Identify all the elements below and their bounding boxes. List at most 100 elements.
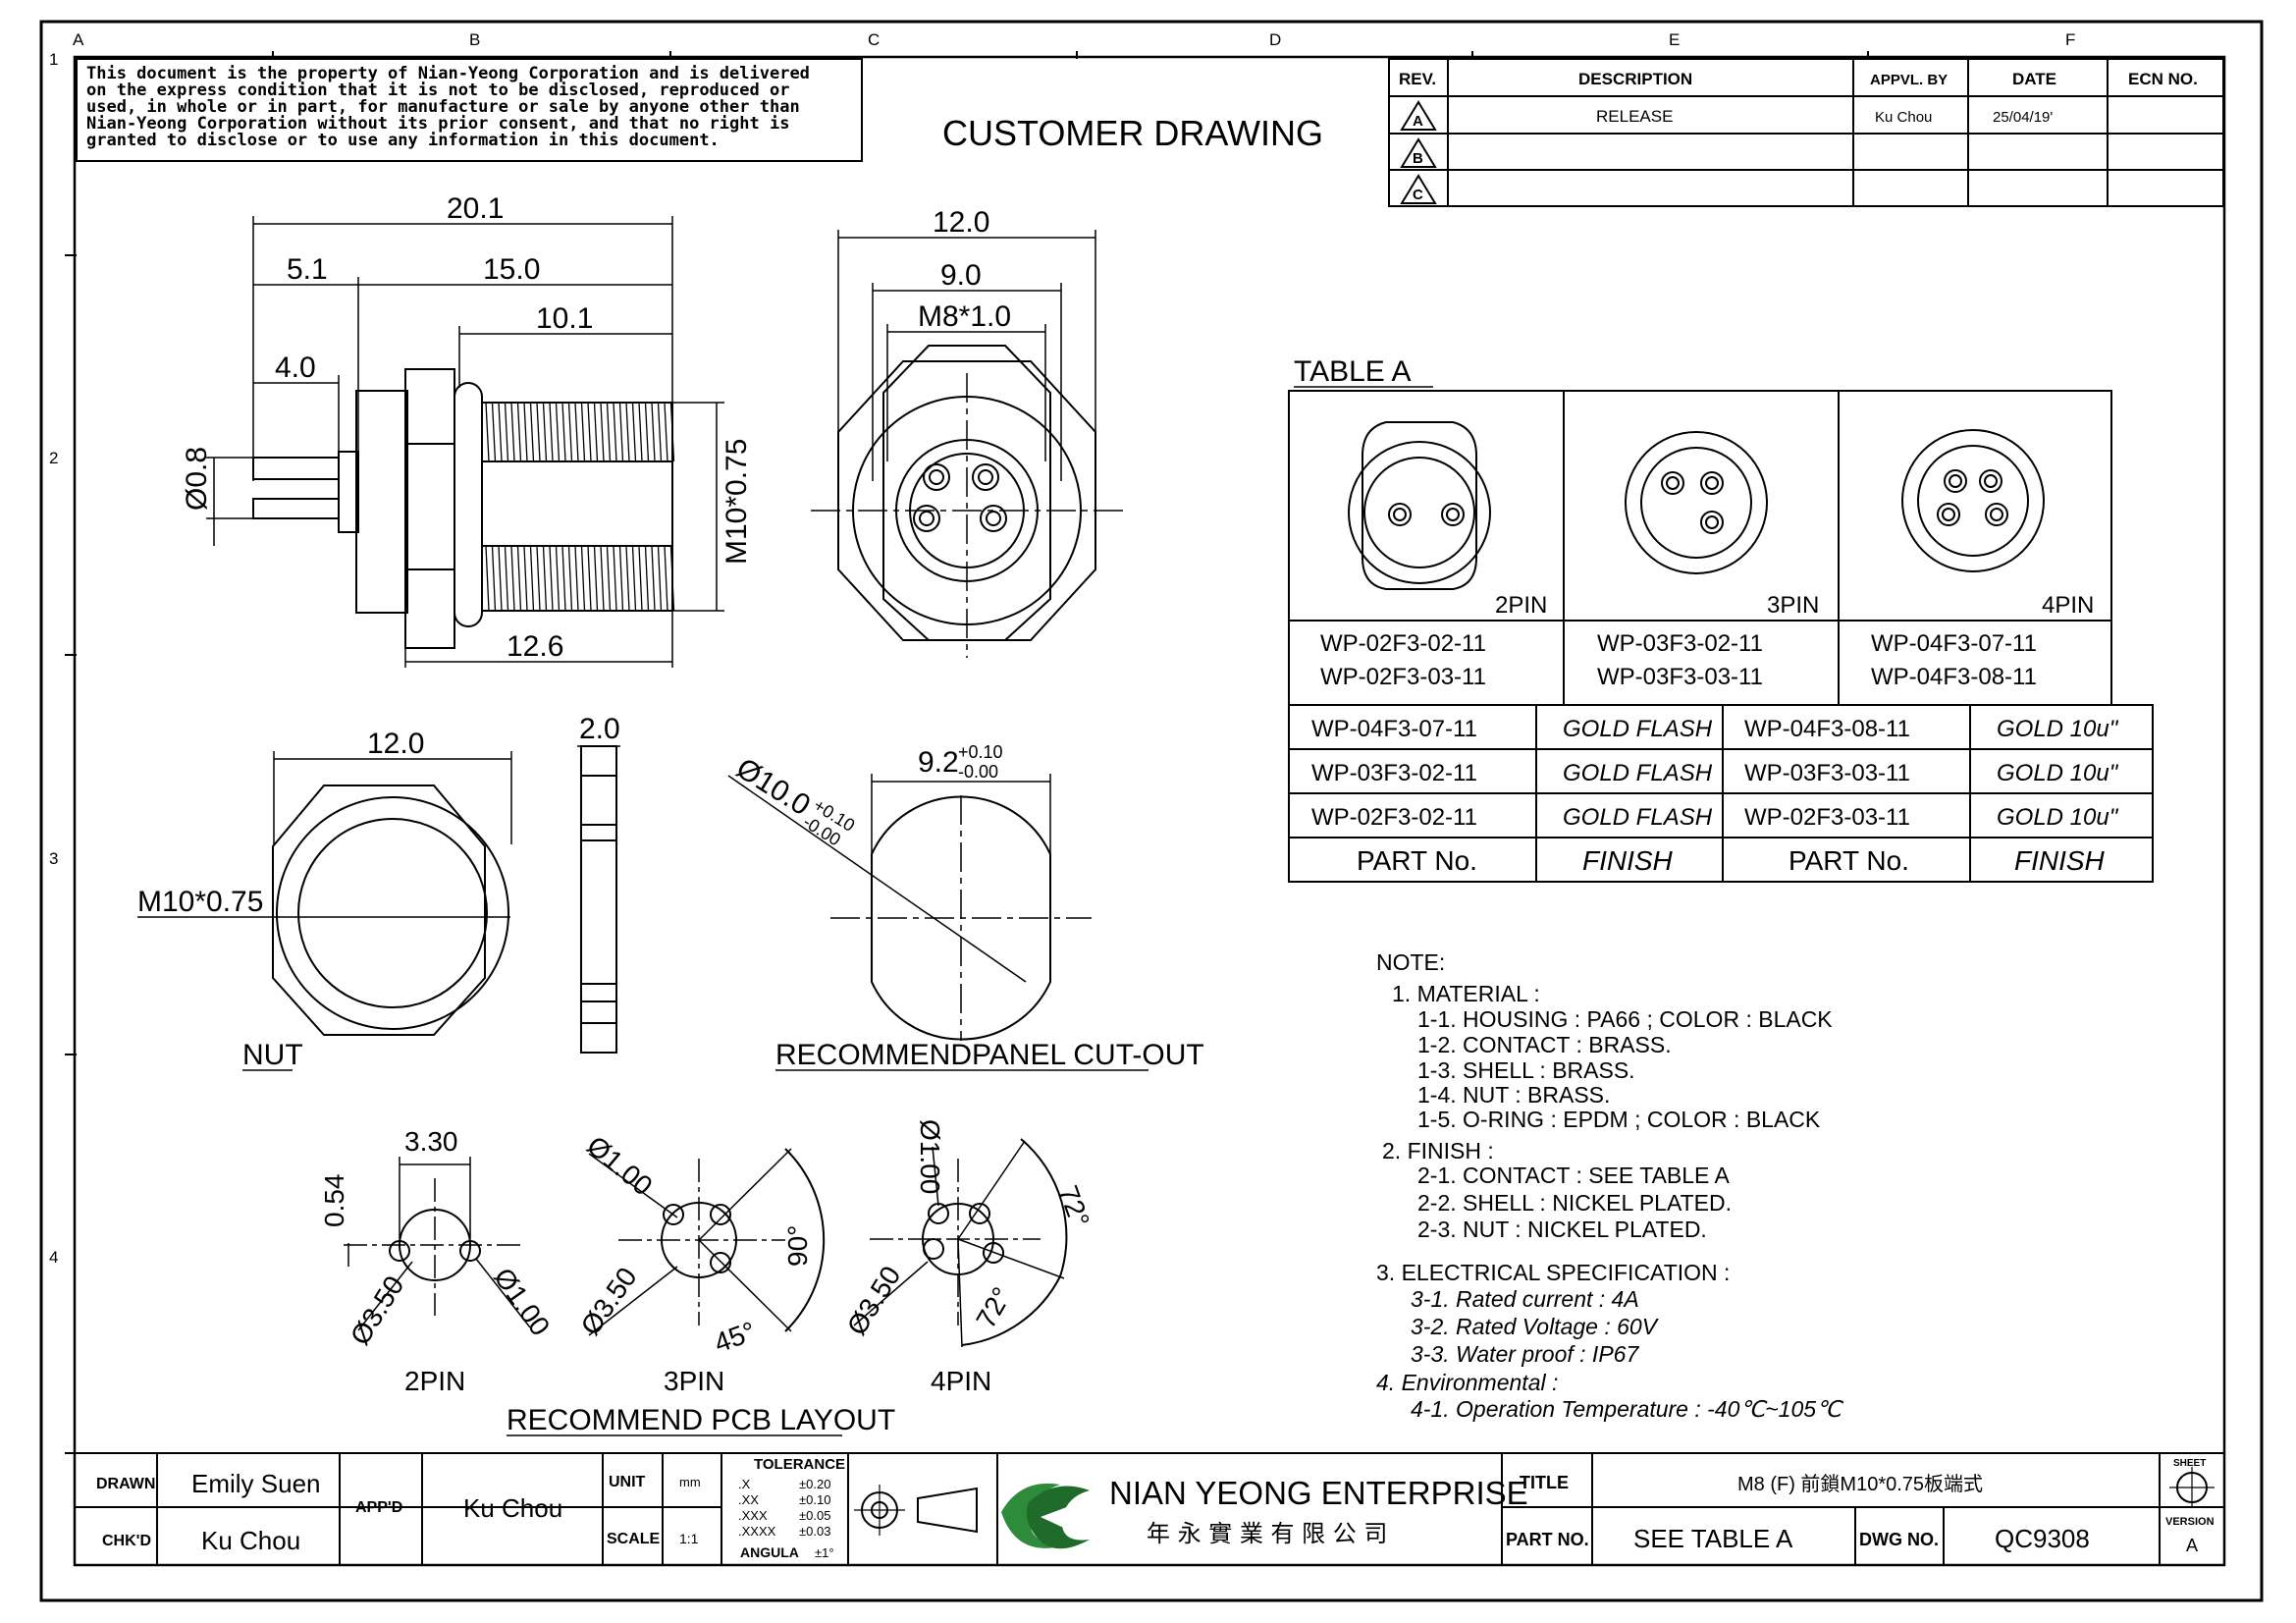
checked-label: CHK'D	[102, 1533, 151, 1549]
nut-view	[272, 745, 617, 1054]
dim-bottom-length: 12.6	[507, 630, 563, 663]
dim-nut-width: 12.0	[367, 728, 424, 760]
thread-line	[516, 545, 522, 612]
thread-line	[491, 545, 497, 612]
part-4pin-b: WP-04F3-08-11	[1871, 664, 2037, 690]
part-3pin-a: WP-03F3-02-11	[1597, 630, 1763, 657]
finish-row-2-part-a: WP-03F3-02-11	[1311, 760, 1477, 786]
dim-nut-thread: M10*0.75	[137, 886, 263, 918]
pcb-3pin-label: 3PIN	[664, 1366, 724, 1396]
sheet-label: SHEET	[2173, 1458, 2206, 1469]
dim-pin-length: 4.0	[275, 352, 316, 384]
checked-value: Ku Chou	[201, 1526, 300, 1555]
note-1-3: 1-3. SHELL : BRASS.	[1417, 1057, 1635, 1083]
dim-nut-thickness: 2.0	[579, 713, 620, 745]
grid-row-1: 1	[49, 50, 58, 69]
thread-line	[669, 545, 675, 612]
part-label: PART NO.	[1506, 1530, 1589, 1549]
title-value: M8 (F) 前鎖M10*0.75板端式	[1737, 1473, 1983, 1495]
pcb-3pin-dims	[588, 1148, 792, 1336]
thread-line	[631, 545, 637, 612]
thread-line	[600, 402, 605, 462]
thread-line	[491, 402, 497, 462]
note-2-3: 2-3. NUT : NICKEL PLATED.	[1417, 1217, 1707, 1242]
pcb-2pin-centerlines	[344, 1178, 520, 1316]
thread-line	[523, 402, 528, 462]
grid-row-4: 4	[49, 1248, 58, 1267]
part-4pin-a: WP-04F3-07-11	[1871, 630, 2037, 657]
thread-line	[555, 545, 561, 612]
pcb4-circle: Ø3.50	[841, 1261, 907, 1340]
thread-line	[510, 402, 515, 462]
pcb2-circle: Ø3.50	[345, 1271, 410, 1350]
grid-row-2: 2	[49, 449, 58, 467]
table-a-grid	[1288, 390, 2154, 883]
thread-line	[618, 402, 624, 462]
finish-row-1-part-a: WP-04F3-07-11	[1311, 716, 1477, 742]
thread-line	[587, 402, 592, 462]
thread-line	[567, 545, 573, 612]
panel-cutout	[871, 795, 1051, 1041]
svg-text:on the express condition tha: on the express condition that it is not …	[86, 81, 789, 100]
tol-angle-value: ±1°	[815, 1545, 834, 1560]
version-label: VERSION	[2165, 1516, 2215, 1528]
dim-thread-spec: M10*0.75	[721, 439, 753, 565]
thread-line	[542, 545, 548, 612]
thread-line	[613, 545, 617, 612]
title-label: TITLE	[1520, 1473, 1569, 1492]
pcb4-angle-b: 72°	[970, 1282, 1017, 1333]
tol-xxxx-label: .XXXX	[738, 1524, 776, 1539]
drawn-label: DRAWN	[96, 1476, 155, 1492]
thread-line	[644, 402, 650, 462]
thread-line	[504, 402, 509, 462]
grid-col-f: F	[2065, 30, 2075, 49]
grid-col-c: C	[868, 30, 880, 49]
tol-xx-value: ±0.10	[799, 1492, 830, 1507]
thread-line	[593, 545, 599, 612]
footer-finish-a: FINISH	[1582, 845, 1674, 876]
svg-text:This document is the property: This document is the property of Nian-Ye…	[86, 64, 810, 83]
revision-table	[1388, 58, 2224, 207]
footer-part-no-a: PART No.	[1357, 845, 1477, 876]
rev-header-approved: APPVL. BY	[1870, 72, 1948, 88]
thread-line	[657, 402, 663, 462]
inner-frame	[73, 55, 2226, 1567]
connector-face-4pin	[1901, 429, 2045, 572]
grid-col-d: D	[1269, 30, 1281, 49]
part-2pin-b: WP-02F3-03-11	[1320, 664, 1486, 690]
finish-row-3-finish-a: GOLD FLASH	[1563, 804, 1713, 831]
pcb2-offset: 0.54	[319, 1174, 349, 1228]
thread-line	[644, 545, 650, 612]
cutout-label: RECOMMENDPANEL CUT-OUT	[775, 1039, 1204, 1071]
tol-xxx-label: .XXX	[738, 1508, 768, 1523]
rev-header-date: DATE	[2012, 70, 2056, 88]
approved-label: APP'D	[355, 1499, 402, 1516]
dim-left-length: 5.1	[287, 253, 328, 286]
note-1-5: 1-5. O-RING : EPDM ; COLOR : BLACK	[1417, 1107, 1821, 1132]
thread-line	[638, 402, 643, 462]
cutout-dimensions	[727, 774, 1148, 1071]
company-logo-icon	[1001, 1483, 1090, 1549]
side-view-dimensions	[206, 216, 724, 668]
notes-block: NOTE: 1. MATERIAL : 1-1. HOUSING : PA66 …	[1376, 949, 1844, 1422]
tol-angle-label: ANGULA	[740, 1544, 799, 1560]
dim-front-thread: M8*1.0	[918, 300, 1011, 333]
rev-c-letter: C	[1413, 187, 1423, 203]
thread-line	[561, 402, 566, 462]
finish-row-2-finish-b: GOLD 10u"	[1997, 760, 2119, 786]
thread-line	[498, 402, 503, 462]
cutout-centerlines	[830, 795, 1092, 1041]
part-value: SEE TABLE A	[1633, 1524, 1793, 1553]
thread-line	[625, 402, 630, 462]
company-name-cn: 年 永 實 業 有 限 公 司	[1147, 1520, 1387, 1547]
company-name: NIAN YEONG ENTERPRISE	[1109, 1475, 1528, 1511]
table-a-4pin-label: 4PIN	[2042, 592, 2094, 619]
nut-dimensions	[137, 745, 620, 1071]
grid-col-e: E	[1669, 30, 1680, 49]
thread-line	[669, 402, 675, 462]
dim-front-mid: 9.0	[940, 259, 982, 292]
svg-text:used, in whole or in part, for: used, in whole or in part, for manufactu…	[86, 97, 800, 117]
thread-line	[549, 402, 554, 462]
thread-line	[651, 402, 656, 462]
